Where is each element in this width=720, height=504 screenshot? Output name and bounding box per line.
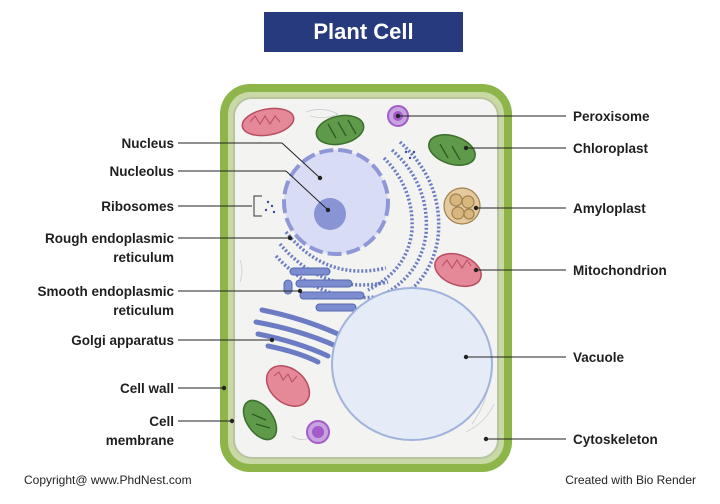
title-banner: Plant Cell xyxy=(264,12,463,52)
label-nucleus: Nucleus xyxy=(121,136,174,151)
label-cell-membrane-line1: Cell xyxy=(149,414,174,429)
label-golgi: Golgi apparatus xyxy=(71,333,174,348)
label-smooth-er: Smooth endoplasmic reticulum xyxy=(37,282,174,320)
label-amyloplast: Amyloplast xyxy=(573,201,646,216)
page-title: Plant Cell xyxy=(313,19,414,44)
label-mitochondrion: Mitochondrion xyxy=(573,263,667,278)
footer-credit: Created with Bio Render xyxy=(565,473,696,487)
label-cell-membrane: Cell membrane xyxy=(106,412,174,450)
amyloplast-shape xyxy=(443,187,481,225)
label-peroxisome: Peroxisome xyxy=(573,109,650,124)
mitochondrion-shape xyxy=(241,107,482,407)
label-nucleolus: Nucleolus xyxy=(109,164,174,179)
smooth-er-shape xyxy=(283,267,365,312)
nucleus-shape xyxy=(282,148,390,256)
peroxisome-shape xyxy=(306,105,409,444)
label-cell-membrane-line2: membrane xyxy=(105,433,174,448)
label-cell-wall: Cell wall xyxy=(119,381,174,396)
vacuole-shape xyxy=(331,287,493,441)
ribosomes-shape xyxy=(264,150,416,214)
label-chloroplast: Chloroplast xyxy=(573,141,649,156)
nucleolus-shape xyxy=(314,198,346,230)
label-smooth-er-line2: reticulum xyxy=(113,303,174,318)
chloroplast-shape xyxy=(242,114,476,441)
label-rough-er-line2: reticulum xyxy=(113,250,174,265)
golgi-shape xyxy=(253,307,341,365)
label-rough-er-line1: Rough endoplasmic xyxy=(44,231,174,246)
label-smooth-er-line1: Smooth endoplasmic xyxy=(37,284,174,299)
label-ribosomes: Ribosomes xyxy=(101,199,174,214)
label-rough-er: Rough endoplasmic reticulum xyxy=(45,229,174,267)
label-vacuole: Vacuole xyxy=(573,350,625,365)
label-cytoskeleton: Cytoskeleton xyxy=(573,432,658,447)
footer-copyright: Copyright@ www.PhdNest.com xyxy=(24,473,192,487)
